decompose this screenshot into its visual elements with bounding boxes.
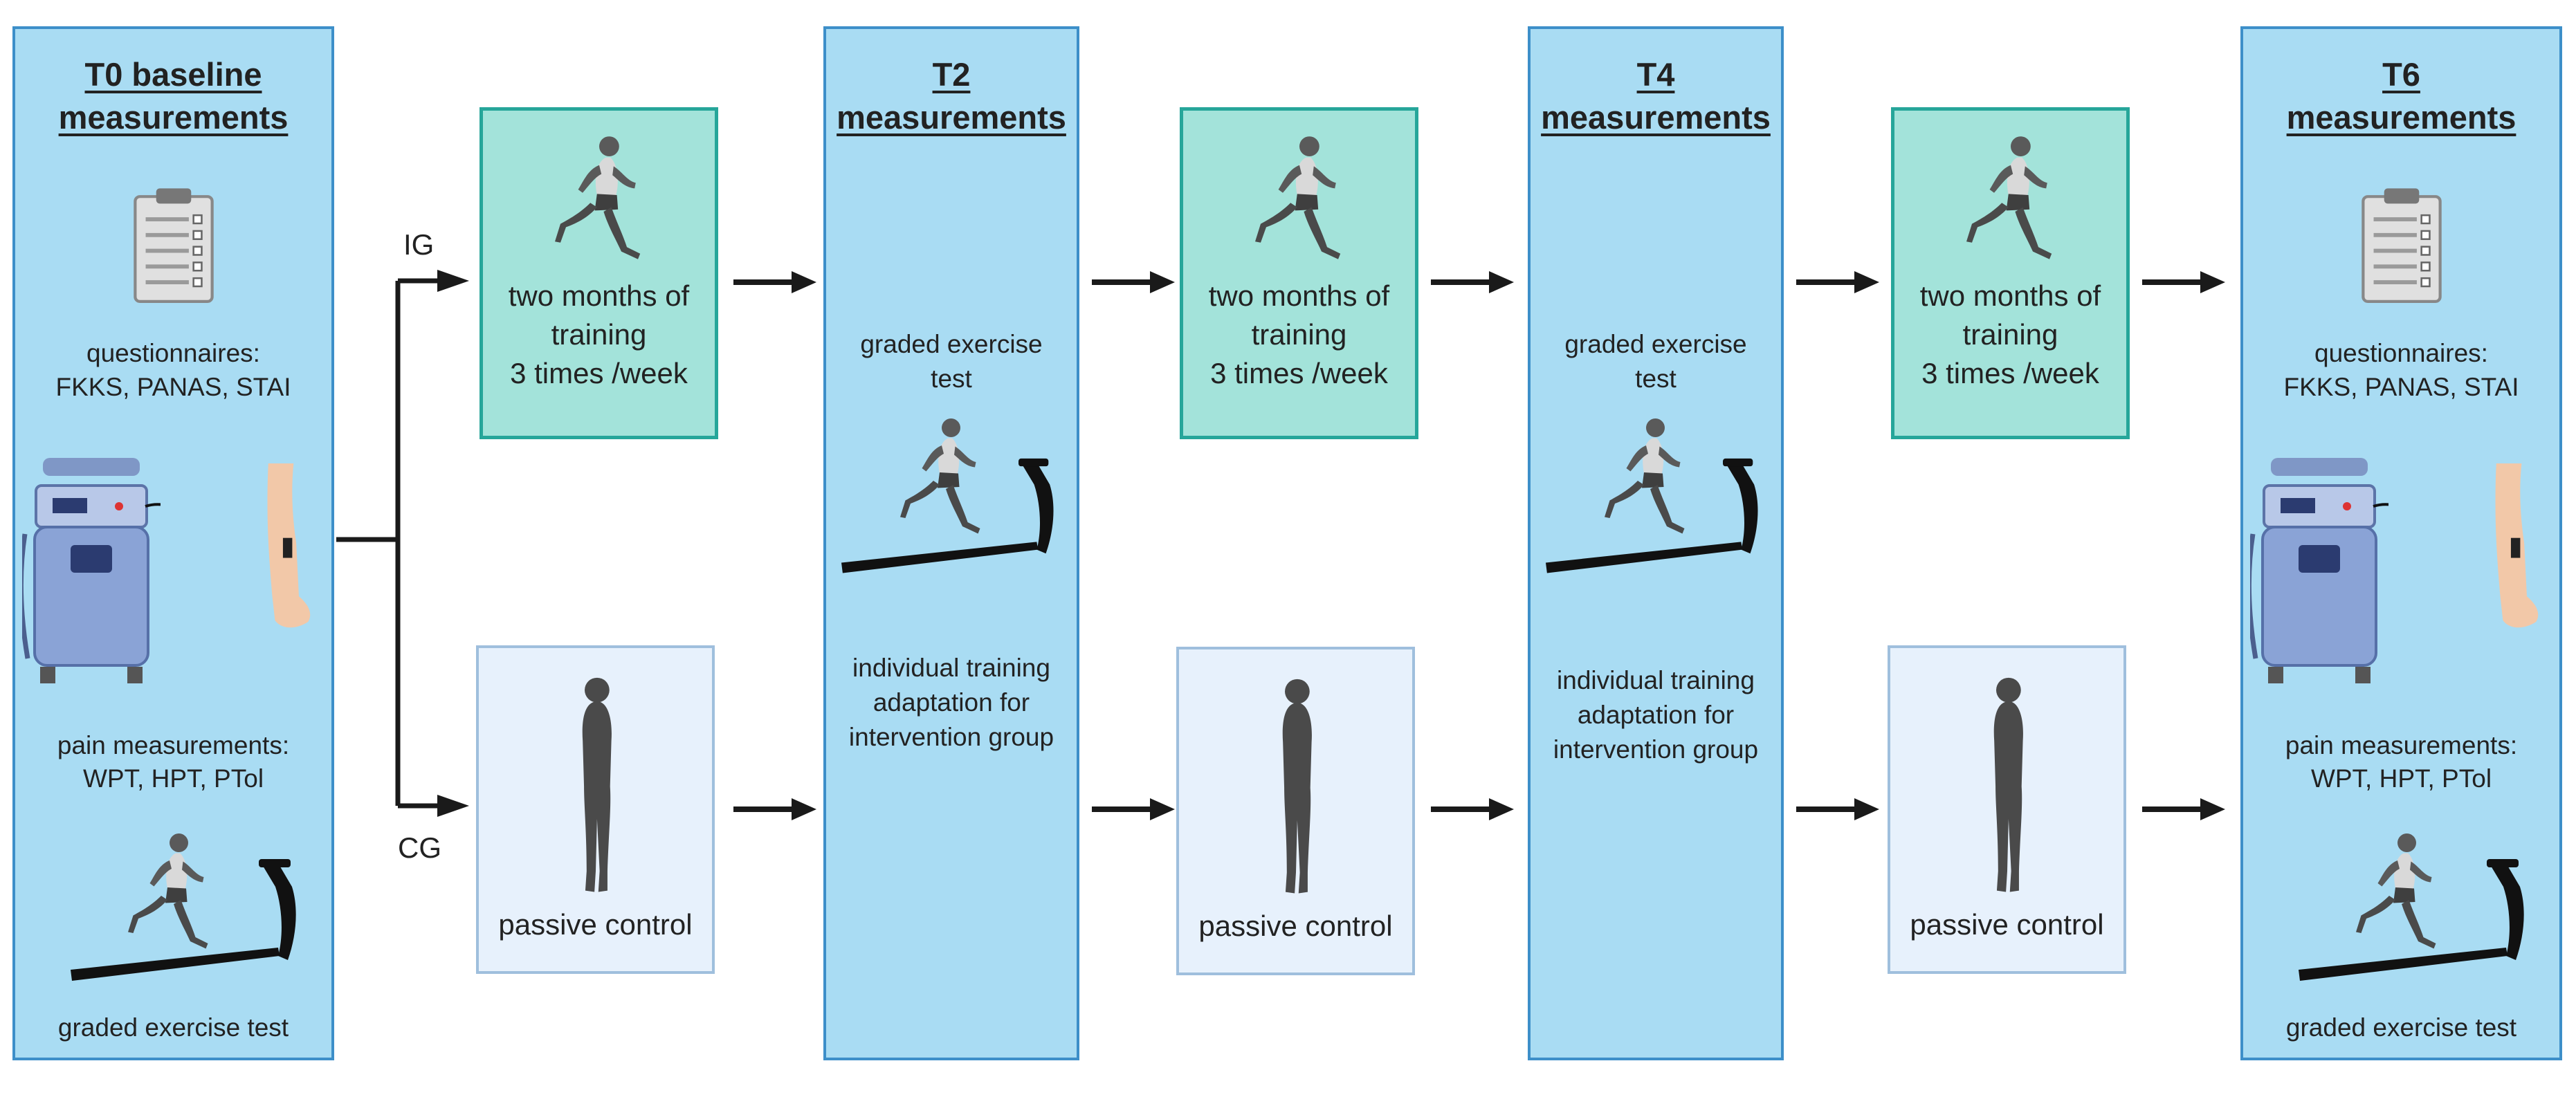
t0-pain-line1: pain measurements:: [57, 731, 290, 759]
t0-title-line2: measurements: [58, 99, 289, 136]
t0-panel: T0 baseline measurements questionnaires:…: [12, 26, 334, 1060]
t2-test-line2: test: [931, 365, 972, 393]
training-line3: 3 times /week: [1921, 357, 2099, 389]
arrow-icon: [733, 795, 816, 823]
t6-exercise-label: graded exercise test: [2285, 1013, 2517, 1042]
t4-adapt-line3: intervention group: [1553, 735, 1759, 764]
training-line2: training: [1962, 318, 2058, 351]
t4-title-line2: measurements: [1541, 99, 1771, 136]
control-box-2: passive control: [1176, 647, 1415, 975]
runner-icon: [1244, 125, 1355, 277]
t4-test-line1: graded exercise: [1564, 330, 1747, 358]
ig-label: IG: [403, 228, 435, 261]
t6-title-line1: T6: [2382, 56, 2420, 93]
clipboard-icon: [2361, 187, 2442, 304]
t4-title-line1: T4: [1636, 56, 1675, 93]
t2-adapt-line2: adaptation for: [873, 688, 1030, 717]
arrow-icon: [2142, 795, 2225, 823]
training-line3: 3 times /week: [510, 357, 688, 389]
treadmill-icon: [2299, 859, 2534, 997]
treadmill-icon: [1546, 458, 1767, 589]
standing-person-icon: [1980, 676, 2035, 897]
training-box-1: two months of training 3 times /week: [479, 107, 718, 439]
control-box-3: passive control: [1888, 645, 2126, 974]
t0-title-line1: T0 baseline: [84, 56, 262, 93]
control-label: passive control: [1198, 910, 1393, 942]
t0-questionnaires-line1: questionnaires:: [86, 339, 260, 367]
arrow-icon: [733, 268, 816, 296]
t2-title-line1: T2: [932, 56, 971, 93]
training-line3: 3 times /week: [1210, 357, 1388, 389]
t6-title-line2: measurements: [2286, 99, 2516, 136]
t6-panel: T6 measurements questionnaires: FKKS, PA…: [2240, 26, 2562, 1060]
t6-pain-line2: WPT, HPT, PTol: [2310, 764, 2492, 793]
arrow-icon: [1092, 795, 1175, 823]
t2-adapt-line1: individual training: [852, 654, 1050, 682]
t6-questionnaires-line1: questionnaires:: [2314, 339, 2488, 367]
standing-person-icon: [1268, 677, 1324, 898]
arrow-icon: [1431, 795, 1514, 823]
control-label: passive control: [1910, 908, 2104, 941]
training-line1: two months of: [508, 279, 690, 312]
t4-adapt-line1: individual training: [1557, 666, 1755, 694]
control-label: passive control: [498, 908, 693, 941]
runner-icon: [544, 125, 655, 277]
t6-pain-line1: pain measurements:: [2285, 731, 2518, 759]
arrow-icon: [2142, 268, 2225, 296]
cg-label: CG: [398, 831, 441, 864]
arm-icon: [2475, 463, 2544, 636]
training-box-2: two months of training 3 times /week: [1180, 107, 1418, 439]
arrow-icon: [1092, 268, 1175, 296]
t2-title-line2: measurements: [837, 99, 1066, 136]
treadmill-icon: [841, 458, 1063, 589]
thermode-machine-icon: [2250, 458, 2388, 686]
t2-test-line1: graded exercise: [860, 330, 1043, 358]
t0-pain-line2: WPT, HPT, PTol: [82, 764, 264, 793]
runner-icon: [1955, 125, 2066, 277]
t2-panel: T2 measurements graded exercise test ind…: [823, 26, 1079, 1060]
control-box-1: passive control: [476, 645, 715, 974]
t4-panel: T4 measurements graded exercise test ind…: [1528, 26, 1784, 1060]
training-box-3: two months of training 3 times /week: [1891, 107, 2130, 439]
standing-person-icon: [568, 676, 623, 897]
arrow-icon: [1796, 795, 1879, 823]
t0-questionnaires-line2: FKKS, PANAS, STAI: [55, 373, 291, 401]
t4-adapt-line2: adaptation for: [1577, 701, 1735, 729]
arrow-icon: [1431, 268, 1514, 296]
t2-adapt-line3: intervention group: [848, 723, 1054, 751]
arrow-icon: [1796, 268, 1879, 296]
t0-exercise-label: graded exercise test: [57, 1013, 289, 1042]
training-line1: two months of: [1919, 279, 2101, 312]
t6-questionnaires-line2: FKKS, PANAS, STAI: [2283, 373, 2519, 401]
training-line1: two months of: [1208, 279, 1390, 312]
training-line2: training: [551, 318, 647, 351]
training-line2: training: [1251, 318, 1347, 351]
t4-test-line2: test: [1635, 365, 1677, 393]
